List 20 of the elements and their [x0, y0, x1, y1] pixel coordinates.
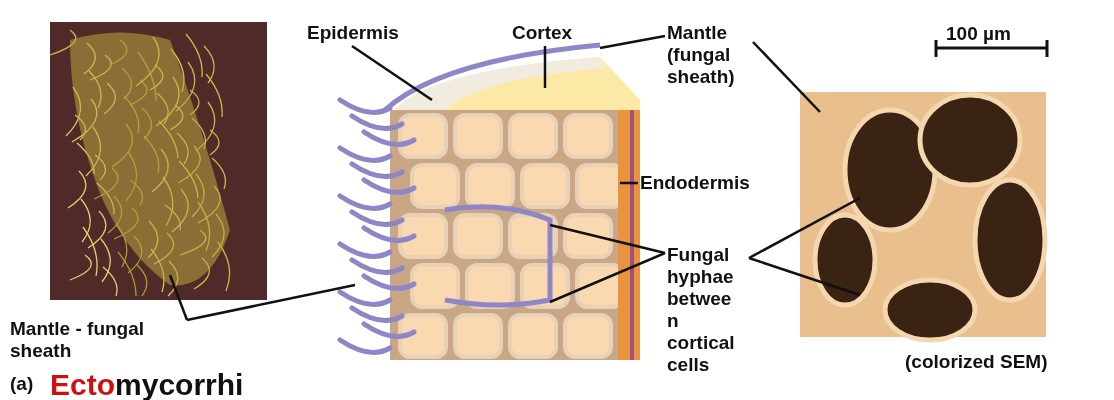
- leader-line: [351, 44, 433, 102]
- leader-line: [748, 196, 861, 260]
- leader-line: [748, 256, 861, 297]
- leader-line: [168, 274, 189, 321]
- leader-line: [186, 283, 356, 322]
- leader-line: [620, 181, 638, 185]
- part-label: Mantle (fungal sheath): [667, 22, 751, 88]
- part-label: Cortex: [512, 22, 573, 44]
- caption: (colorized SEM): [905, 350, 1048, 373]
- part-label: Endodermis: [640, 172, 750, 194]
- part-label: Fungal hyphae betwee n cortical cells: [667, 244, 747, 376]
- panel-letter: (a): [10, 372, 34, 395]
- scale-label: 100 µm: [946, 22, 1011, 45]
- leader-line: [599, 34, 666, 50]
- leader-line: [752, 41, 821, 113]
- part-label: Mantle - fungal sheath: [10, 318, 185, 362]
- leader-line: [543, 46, 547, 88]
- part-label: Epidermis: [307, 22, 399, 44]
- leader-line: [549, 251, 666, 304]
- leader-line: [549, 223, 666, 255]
